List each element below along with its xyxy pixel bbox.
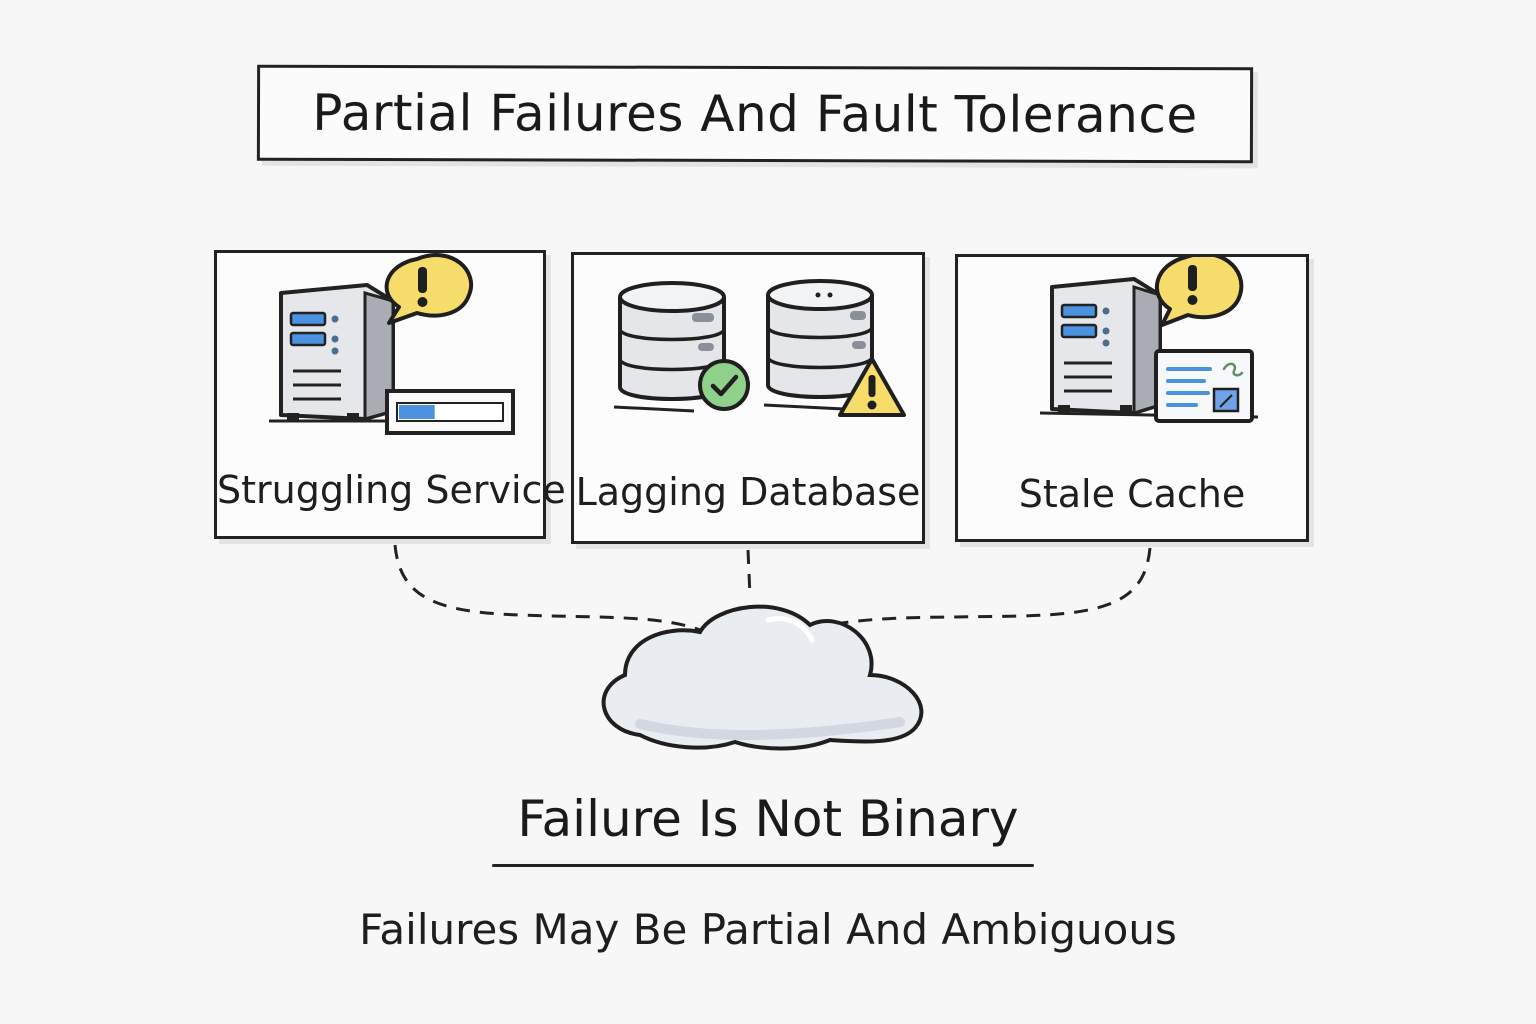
- footer-title: Failure Is Not Binary: [517, 790, 1019, 848]
- database-pair-icon: [613, 279, 906, 417]
- cloud-icon: [601, 604, 924, 751]
- footer-subtitle: Failures May Be Partial And Ambiguous: [359, 905, 1177, 954]
- connector-database: [746, 549, 752, 597]
- cache-panel-icon: [1154, 349, 1254, 423]
- connector-cache: [809, 547, 1152, 632]
- card-label-service: Struggling Service: [217, 468, 566, 512]
- card-struggling-service: Struggling Service: [214, 250, 566, 539]
- database-warning-icon: [763, 279, 906, 417]
- card-lagging-database: Lagging Database: [571, 252, 925, 544]
- connector-service: [393, 544, 701, 632]
- database-healthy-icon: [613, 281, 750, 413]
- progress-fill: [399, 405, 435, 419]
- card-stale-cache: Stale Cache: [955, 254, 1309, 542]
- card-label-database: Lagging Database: [575, 470, 921, 514]
- progress-bar: [385, 389, 515, 435]
- footer-underline: [492, 864, 1034, 867]
- server-warning-icon: [269, 253, 473, 423]
- card-label-cache: Stale Cache: [1018, 472, 1246, 516]
- server-cache-icon: [1039, 257, 1259, 423]
